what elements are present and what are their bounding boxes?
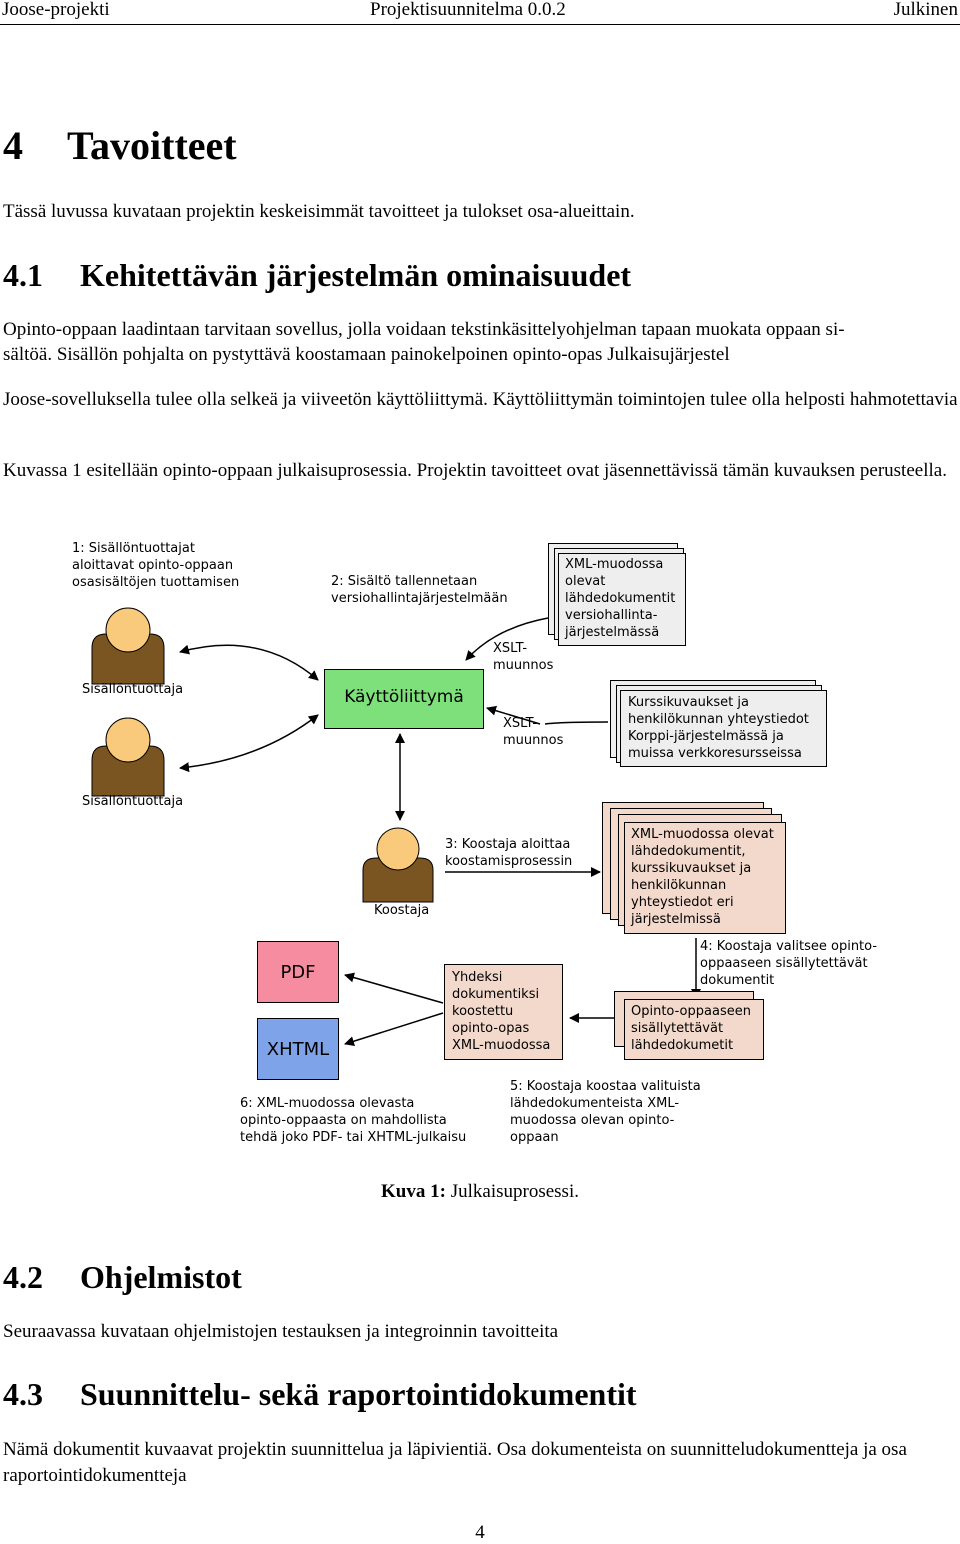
section-4-1-para2: Joose-sovelluksella tulee olla selkeä ja… [3, 389, 958, 410]
arrow-combined-xhtml [344, 1012, 444, 1047]
course-docs-box: Kurssikuvaukset ja henkilökunnan yhteyst… [620, 690, 827, 767]
section-4-3-heading: 4.3 Suunnittelu- sekä raportointidokument… [3, 1375, 637, 1413]
creator-1-label: Sisällöntuottaja [82, 682, 184, 697]
caption-text: Julkaisuprosessi. [450, 1181, 579, 1202]
compiler-icon [362, 827, 434, 903]
section-4-1-heading: 4.1 Kehitettävän järjestelmän ominaisuude… [3, 256, 631, 294]
creator-1-icon [91, 607, 165, 685]
figure-caption: Kuva 1: Julkaisuprosessi. [0, 1180, 960, 1204]
section-4-1-para3: Kuvassa 1 esitellään opinto-oppaan julka… [3, 460, 947, 481]
section-4-1-title: Kehitettävän järjestelmän ominaisuudet [80, 257, 632, 293]
section-4-2-heading: 4.2 Ohjelmistot [3, 1258, 242, 1296]
header-classification: Julkinen [893, 0, 958, 20]
section-4-2-para: Seuraavassa kuvataan ohjelmistojen testa… [3, 1321, 559, 1342]
section-4-1-para1-line1: Opinto-oppaan laadintaan tarvitaan sovel… [3, 319, 845, 340]
creator-2-icon [91, 717, 165, 797]
combined-doc-box: Yhdeksi dokumentiksi koostettu opinto-op… [444, 964, 563, 1060]
ui-box: Käyttöliittymä [324, 669, 484, 729]
xml-docs-box: XML-muodossa olevat lähdedokumentit vers… [558, 553, 686, 646]
header-document-title: Projektisuunnitelma 0.0.2 [370, 0, 566, 20]
pdf-box: PDF [257, 941, 339, 1003]
section-4-number: 4 [3, 123, 23, 168]
compiler-label: Koostaja [374, 903, 430, 918]
selected-docs-box: Opinto-oppaaseen sisällytettävät lähdedo… [624, 999, 764, 1060]
pdf-label: PDF [280, 962, 316, 983]
running-header: Joose-projekti Projektisuunnitelma 0.0.2… [0, 0, 960, 24]
section-4-3-number: 4.3 [3, 1376, 43, 1412]
all-docs-box: XML-muodossa olevat lähdedokumentit, kur… [624, 822, 786, 934]
section-4-heading: 4 Tavoitteet [3, 122, 237, 170]
creator-2-label: Sisällöntuottaja [82, 794, 184, 809]
header-project: Joose-projekti [2, 0, 110, 20]
caption-label: Kuva 1: [381, 1181, 446, 1202]
section-4-intro: Tässä luvussa kuvataan projektin keskeis… [3, 201, 635, 222]
section-4-1-para1-line2: sältöä. Sisällön pohjalta on pystyttävä … [3, 344, 730, 365]
ui-label: Käyttöliittymä [344, 687, 464, 707]
section-4-2-title: Ohjelmistot [80, 1259, 242, 1295]
page-number: 4 [475, 1522, 485, 1543]
section-4-3-para: Nämä dokumentit kuvaavat projektin suunn… [3, 1439, 907, 1486]
section-4-2-number: 4.2 [3, 1259, 43, 1295]
xslt-2-text: XSLT-muunnos [503, 716, 564, 748]
xslt-1-text: XSLT-muunnos [493, 641, 554, 673]
section-4-3-title: Suunnittelu- sekä raportointidokumentit [80, 1376, 637, 1412]
arrow-creator2-ui [179, 714, 319, 773]
xhtml-label: XHTML [266, 1039, 330, 1060]
step-4-text: 4: Koostaja valitsee opinto-oppaaseen si… [700, 939, 878, 988]
section-4-title: Tavoitteet [67, 123, 237, 168]
header-rule [0, 24, 960, 25]
arrow-combined-pdf [344, 972, 444, 1004]
section-4-1-number: 4.1 [3, 257, 43, 293]
xhtml-box: XHTML [257, 1018, 339, 1080]
arrow-creator1-ui [179, 644, 319, 681]
